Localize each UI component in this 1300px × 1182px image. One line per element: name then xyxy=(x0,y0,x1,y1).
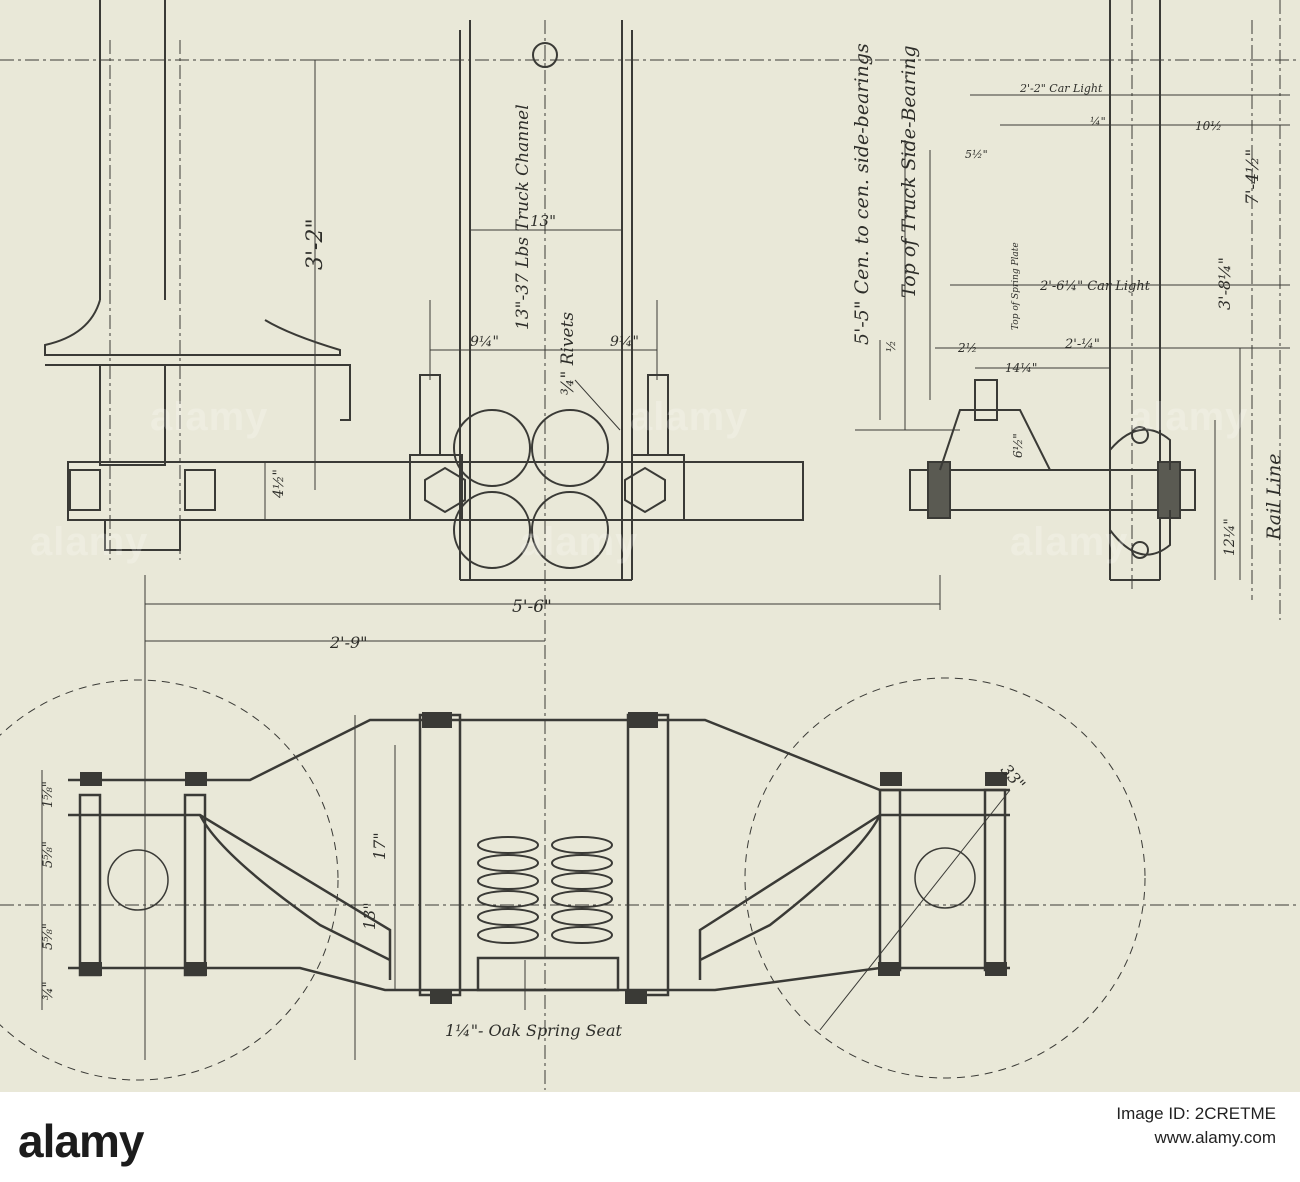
dim-5-half: 5½" xyxy=(965,148,988,161)
bolts xyxy=(80,712,1007,1004)
dim-car-light-top: 2'-2" Car Light xyxy=(1019,82,1103,95)
channel-label: 13"-37 Lbs Truck Channel xyxy=(513,104,533,330)
channel-section: 13"-37 Lbs Truck Channel 13" 9¼" 9¼" ¾" … xyxy=(409,20,685,581)
side-bearings-label: 5'-5" Cen. to cen. side-bearings xyxy=(851,43,873,345)
brand-logo[interactable]: alamy xyxy=(18,1115,144,1167)
dim-2-half: 2½ xyxy=(957,341,977,355)
dim-quarter: ¼" xyxy=(1090,115,1106,128)
dim-half-left: ½ xyxy=(884,340,898,352)
dim-side-d: ¾" xyxy=(41,981,56,1000)
dim-rivet-left: 9¼" xyxy=(470,334,499,350)
dim-4-5: 4½" xyxy=(271,469,287,499)
centerlines xyxy=(0,0,1300,1090)
technical-drawing: 3'-2" 4½" xyxy=(0,0,1300,1092)
footer-bar: alamy Image ID: 2CRETME www.alamy.com xyxy=(0,1092,1300,1182)
dim-12: 12¼" xyxy=(1222,518,1238,556)
truck-side-bearing-label-1: Top of Truck Side-Bearing xyxy=(898,45,920,298)
dim-17: 17" xyxy=(370,832,389,860)
side-bearing-detail: 5'-5" Cen. to cen. side-bearings Top of … xyxy=(851,0,1290,581)
dim-7-4: 7'-4½" xyxy=(1243,149,1263,205)
image-id: Image ID: 2CRETME xyxy=(1116,1104,1276,1123)
dim-5-6: 5'-6" xyxy=(512,597,552,617)
dim-3-2: 3'-2" xyxy=(303,218,328,270)
rivets-label: ¾" Rivets xyxy=(558,312,578,395)
end-view-left: 3'-2" 4½" xyxy=(44,0,804,551)
dim-car-light-mid: 2'-6¼" Car Light xyxy=(1039,279,1151,294)
dim-rivet-right: 9¼" xyxy=(610,334,639,350)
spring-seat-label: 1¼"- Oak Spring Seat xyxy=(445,1021,623,1040)
rail-line-label: Rail Line xyxy=(1263,454,1285,541)
dim-2-9: 2'-9" xyxy=(329,633,368,652)
span-dimensions: 5'-6" 2'-9" xyxy=(144,575,941,1060)
springs xyxy=(477,836,613,944)
footer-meta: Image ID: 2CRETME www.alamy.com xyxy=(1116,1102,1276,1150)
dim-10-half: 10½ xyxy=(1195,119,1222,133)
dim-side-b: 5⅝" xyxy=(41,841,56,868)
truck-diagram: 3'-2" 4½" xyxy=(0,0,1300,1090)
dim-6-half: 6½" xyxy=(1011,433,1025,458)
site-link[interactable]: www.alamy.com xyxy=(1154,1128,1276,1147)
dim-2-quarter: 2'-¼" xyxy=(1064,337,1100,352)
dim-3-8: 3'-8¼" xyxy=(1215,257,1234,310)
dim-side-c: 5⅝" xyxy=(41,923,56,950)
dim-14: 14¼" xyxy=(1005,361,1037,375)
dim-side-a: 1⅝" xyxy=(41,781,56,808)
side-elevation: 33" 17" 13" 1⅝" 5⅝" 5⅝" ¾" 1¼"- Oak Spri… xyxy=(0,677,1146,1081)
spring-plate-label: Top of Spring Plate xyxy=(1011,242,1021,330)
dim-13: 13" xyxy=(530,212,556,230)
dim-13-side: 13" xyxy=(360,902,379,930)
